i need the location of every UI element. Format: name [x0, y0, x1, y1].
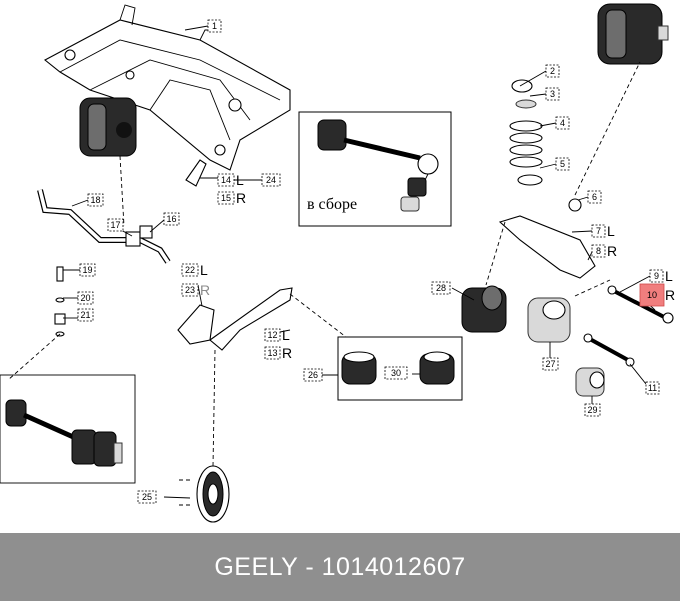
callout-27: 27 [542, 357, 559, 371]
bushing-29 [575, 367, 605, 397]
svg-text:4: 4 [560, 118, 565, 128]
inset-link-box [0, 374, 136, 484]
callout-5: 5 [555, 157, 570, 171]
bracket [185, 159, 207, 187]
footer-part-text: GEELY - 1014012607 [214, 552, 466, 581]
svg-text:L: L [200, 262, 208, 278]
callout-28: 28 [431, 281, 451, 295]
callout-4: 4 [555, 116, 570, 130]
svg-text:30: 30 [391, 368, 401, 378]
svg-text:5: 5 [560, 159, 565, 169]
callout-6: 6 [587, 190, 602, 204]
leader-lines [7, 25, 656, 506]
svg-text:R: R [665, 287, 675, 303]
svg-text:1: 1 [212, 21, 217, 31]
stabilizer-bushing [79, 97, 137, 157]
svg-text:2: 2 [550, 66, 555, 76]
link-11 [583, 333, 635, 367]
svg-text:18: 18 [90, 195, 100, 205]
callout-21: 21 [77, 308, 94, 322]
svg-text:12: 12 [267, 330, 277, 340]
bracket-22-23 [177, 304, 215, 345]
svg-text:15: 15 [221, 193, 231, 203]
strut-parts [509, 79, 582, 212]
callout-24: 24 [261, 173, 281, 187]
callout-18: 18 [87, 193, 104, 207]
callout-17: 17 [107, 218, 124, 232]
callout-25: 25 [137, 490, 157, 504]
inset-link-24 [317, 119, 439, 212]
svg-text:R: R [282, 345, 292, 361]
svg-text:R: R [236, 190, 246, 206]
callout-2: 2 [545, 64, 560, 78]
svg-text:23: 23 [185, 285, 195, 295]
svg-text:20: 20 [80, 293, 90, 303]
inset-caption: в сборе [307, 196, 357, 213]
top-mount [597, 3, 669, 65]
svg-text:19: 19 [82, 265, 92, 275]
rear-subframe [44, 4, 291, 171]
svg-text:13: 13 [267, 348, 277, 358]
callout-11: 11 [645, 381, 660, 395]
svg-text:9: 9 [654, 271, 659, 281]
bushing-25 [196, 465, 230, 523]
svg-text:3: 3 [550, 89, 555, 99]
svg-text:10: 10 [647, 290, 657, 300]
callout-26: 26 [303, 368, 323, 382]
link-assembly [5, 399, 123, 467]
svg-text:R: R [607, 243, 617, 259]
svg-text:11: 11 [648, 383, 657, 393]
svg-text:L: L [236, 172, 244, 188]
svg-text:26: 26 [308, 370, 318, 380]
svg-text:6: 6 [592, 192, 597, 202]
callout-20: 20 [77, 291, 94, 305]
callout-13: 13 R [264, 345, 292, 361]
svg-text:R: R [200, 282, 210, 298]
svg-text:L: L [607, 223, 615, 239]
callout-10: 10 R [639, 283, 675, 307]
upper-control-arm [498, 215, 596, 279]
svg-text:25: 25 [142, 492, 152, 502]
lower-control-arm [209, 287, 293, 351]
callout-23: 23 R [181, 282, 210, 298]
callout-1: 1 [207, 19, 222, 33]
svg-text:27: 27 [545, 359, 555, 369]
svg-text:22: 22 [185, 265, 195, 275]
callout-30: 30 [384, 366, 408, 380]
svg-text:21: 21 [80, 310, 90, 320]
svg-text:16: 16 [166, 214, 176, 224]
bushing-27 [527, 297, 571, 343]
svg-text:L: L [282, 327, 290, 343]
bushing-28 [461, 285, 507, 333]
callout-3: 3 [545, 87, 560, 101]
callout-29: 29 [584, 403, 601, 417]
callout-22: 22 L [181, 262, 208, 278]
stabilizer-bar [37, 189, 171, 264]
callout-15: 15 R [217, 190, 246, 206]
stabilizer-link [54, 266, 66, 337]
svg-text:L: L [665, 268, 673, 284]
footer-bar: GEELY - 1014012607 [0, 533, 680, 601]
bushing-26 [341, 351, 377, 385]
callout-12: 12 L [264, 327, 290, 343]
callout-16: 16 [163, 212, 180, 226]
svg-text:7: 7 [596, 226, 601, 236]
callout-14: 14 L [217, 172, 244, 188]
parts-diagram: в сборе [0, 3, 675, 523]
svg-text:28: 28 [436, 283, 446, 293]
callout-19: 19 [79, 263, 96, 277]
svg-text:8: 8 [596, 246, 601, 256]
svg-text:29: 29 [587, 405, 597, 415]
bushing-30 [419, 351, 455, 385]
toe-link [607, 285, 674, 324]
svg-text:17: 17 [110, 220, 120, 230]
svg-text:14: 14 [221, 175, 231, 185]
svg-text:24: 24 [266, 175, 276, 185]
